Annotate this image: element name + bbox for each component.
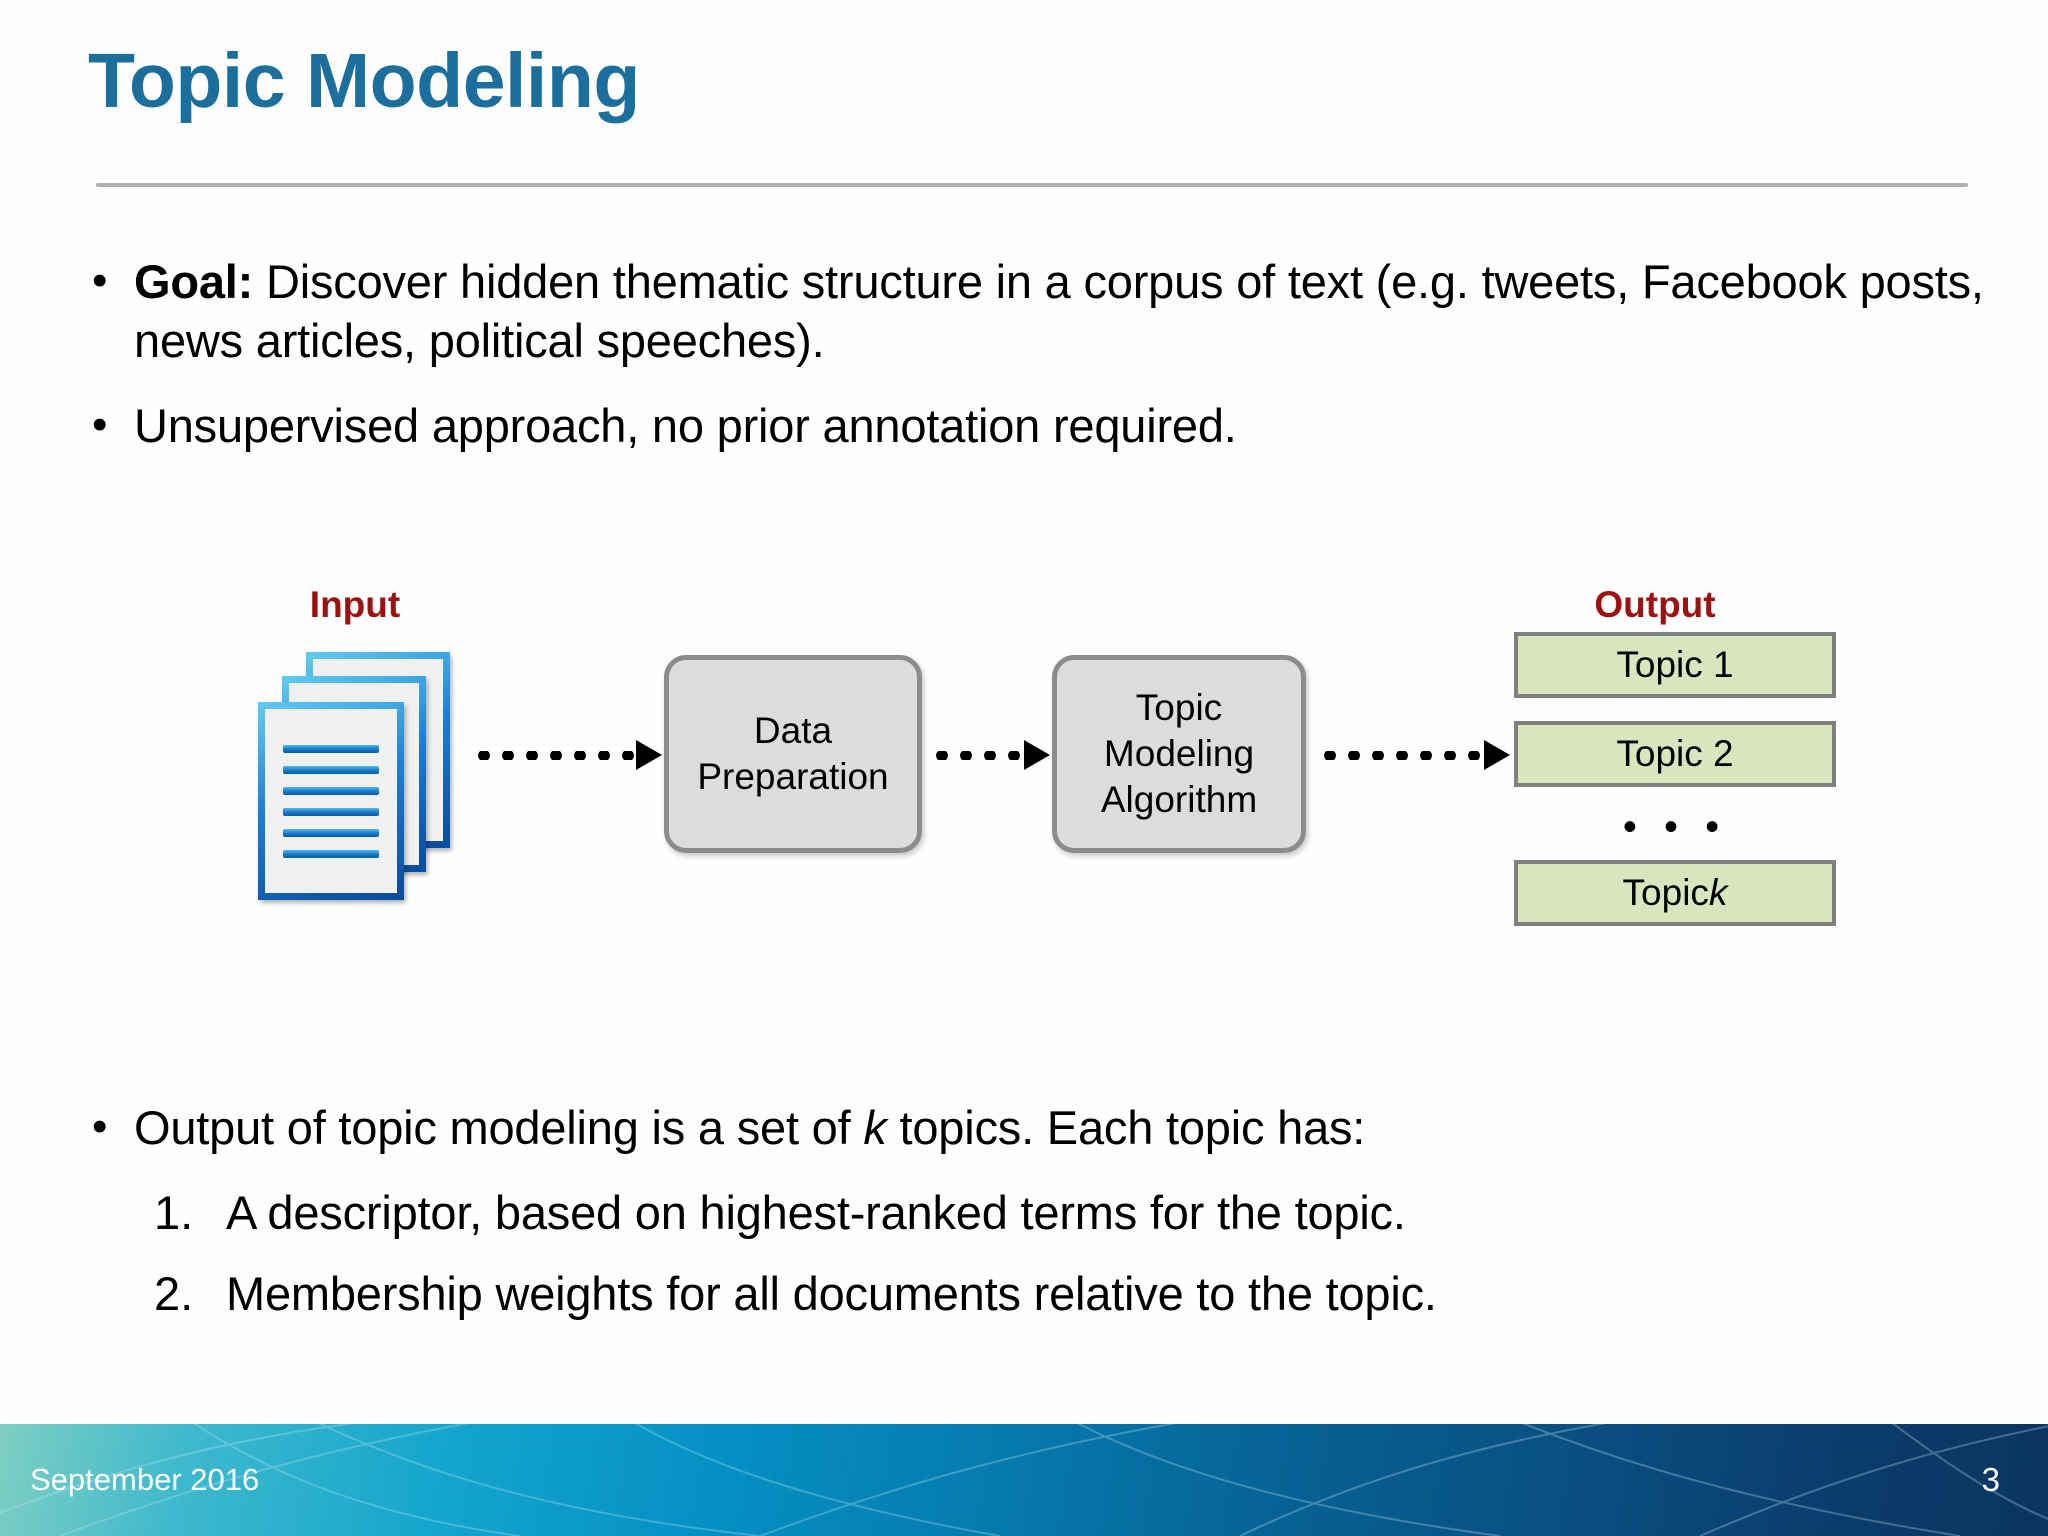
lead-italic-k: k [863, 1101, 887, 1154]
lead-pre: Output of topic modeling is a set of [134, 1101, 864, 1154]
arrow-dots [930, 750, 1026, 760]
document-text-line [283, 786, 379, 795]
bullet-point-icon: • [92, 400, 108, 450]
bullet-point-icon: • [92, 256, 108, 305]
document-text-line [283, 765, 379, 774]
topic-box-2: Topic 2 [1514, 721, 1836, 787]
arrow-head-icon [1024, 740, 1050, 770]
document-text-line [283, 828, 379, 837]
footer-page-number: 3 [1981, 1461, 2000, 1498]
bullet-text-unsupervised: Unsupervised approach, no prior annotati… [134, 399, 1237, 453]
document-text-line [283, 849, 379, 858]
topic-box-1: Topic 1 [1514, 632, 1836, 698]
output-label: Output [1594, 584, 1716, 625]
numbered-item-1: 1. A descriptor, based on highest-ranked… [88, 1183, 2008, 1242]
bullet-point-icon: • [92, 1102, 108, 1151]
numbered-item-text: A descriptor, based on highest-ranked te… [226, 1186, 1406, 1240]
bullet-body: Discover hidden thematic structure in a … [134, 255, 1984, 368]
arrow-head-icon [636, 740, 662, 770]
numbered-item-text: Membership weights for all documents rel… [226, 1267, 1437, 1321]
topic-box-k-text: Topic [1622, 872, 1709, 913]
dotted-arrow-2 [930, 740, 1050, 770]
list-item: • Unsupervised approach, no prior annota… [88, 396, 1988, 455]
bullet-text-output: Output of topic modeling is a set of k t… [134, 1098, 2008, 1157]
dotted-arrow-3 [1318, 740, 1510, 770]
topic-output-list: Topic 1 Topic 2 • • • Topic k [1514, 632, 1836, 949]
lead-post: topics. Each topic has: [886, 1101, 1366, 1154]
footer-decorative-lines [0, 1424, 2048, 1536]
footer-date: September 2016 [30, 1462, 260, 1497]
bullet-text-goal: Goal: Discover hidden thematic structure… [134, 252, 1988, 370]
number-marker: 2. [154, 1267, 194, 1321]
list-item: • Goal: Discover hidden thematic structu… [88, 252, 1988, 370]
topic-box-k-variable: k [1708, 872, 1728, 913]
input-label: Input [309, 584, 401, 625]
topic-ellipsis: • • • [1622, 805, 1728, 849]
document-page-front [258, 702, 404, 900]
topic-box-k: Topic k [1514, 860, 1836, 926]
document-stack-icon [258, 652, 466, 900]
number-marker: 1. [154, 1186, 194, 1240]
title-divider [96, 183, 1968, 187]
numbered-item-2: 2. Membership weights for all documents … [88, 1264, 2008, 1323]
arrow-dots [1318, 750, 1486, 760]
arrow-head-icon [1484, 740, 1510, 770]
lower-list: • Output of topic modeling is a set of k… [88, 1098, 2008, 1324]
list-item: • Output of topic modeling is a set of k… [88, 1098, 2008, 1157]
dotted-arrow-1 [472, 740, 662, 770]
document-text-line [283, 744, 379, 753]
slide-footer: September 2016 3 [0, 1424, 2048, 1536]
page-title: Topic Modeling [88, 38, 640, 124]
document-text-line [283, 807, 379, 816]
bullet-lead-bold: Goal: [134, 255, 254, 308]
bullet-list: • Goal: Discover hidden thematic structu… [88, 252, 1988, 482]
arrow-dots [472, 750, 638, 760]
